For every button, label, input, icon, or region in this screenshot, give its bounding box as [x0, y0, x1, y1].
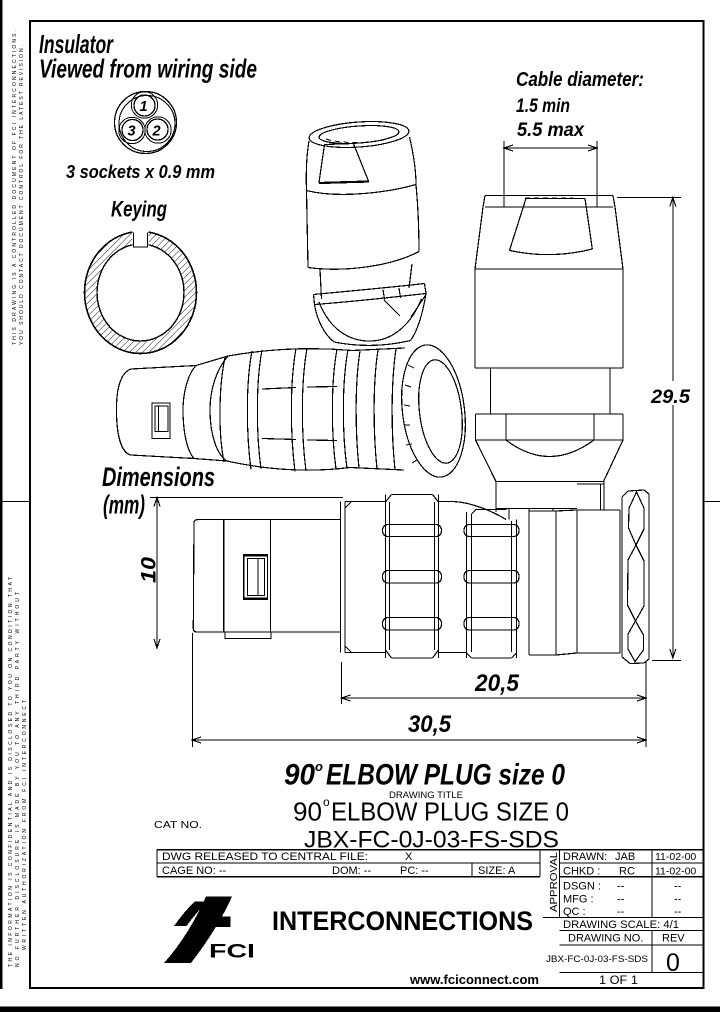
svg-text:DRAWING TITLE: DRAWING TITLE [389, 790, 463, 800]
svg-text:(mm): (mm) [103, 490, 145, 520]
svg-text:0: 0 [666, 949, 680, 977]
svg-text:DRAWING SCALE: 4/1: DRAWING SCALE: 4/1 [563, 919, 679, 931]
svg-text:--: -- [674, 894, 682, 906]
svg-text:ELBOW PLUG size 0: ELBOW PLUG size 0 [326, 759, 565, 792]
svg-text:o: o [315, 759, 323, 774]
svg-text:--: -- [617, 894, 625, 906]
svg-text:www.fciconnect.com: www.fciconnect.com [409, 972, 539, 987]
svg-text:11-02-00: 11-02-00 [655, 851, 696, 863]
svg-text:ELBOW PLUG SIZE 0: ELBOW PLUG SIZE 0 [331, 797, 569, 827]
svg-text:Dimensions: Dimensions [102, 462, 215, 492]
svg-text:--: -- [617, 906, 625, 918]
svg-text:THE INFORMATION IS CONFIDENTIA: THE INFORMATION IS CONFIDENTIAL AND IS D… [8, 577, 14, 967]
svg-text:DWG RELEASED TO CENTRAL FILE:: DWG RELEASED TO CENTRAL FILE: [162, 851, 368, 863]
svg-text:REV: REV [662, 933, 685, 945]
svg-text:DOM: --: DOM: -- [332, 865, 371, 877]
svg-text:--: -- [674, 881, 682, 893]
svg-text:X: X [405, 851, 413, 863]
svg-text:20,5: 20,5 [474, 670, 520, 697]
svg-text:--: -- [617, 881, 625, 893]
svg-text:JAB: JAB [615, 851, 635, 863]
svg-text:DRAWING NO.: DRAWING NO. [568, 933, 643, 945]
svg-text:--: -- [674, 906, 682, 918]
svg-text:PC: --: PC: -- [400, 865, 429, 877]
svg-text:YOU SHOULD CONTACT DOCUMENT CO: YOU SHOULD CONTACT DOCUMENT CONTROL FOR … [19, 45, 25, 345]
svg-text:RC: RC [619, 866, 635, 878]
svg-text:11-02-00: 11-02-00 [655, 866, 696, 878]
svg-text:CHKD :: CHKD : [563, 866, 600, 878]
svg-text:CAT NO.: CAT NO. [154, 819, 202, 831]
svg-text:DRAWN:: DRAWN: [563, 851, 607, 863]
svg-text:Keying: Keying [111, 197, 167, 222]
svg-text:29.5: 29.5 [650, 387, 691, 408]
svg-text:90: 90 [284, 759, 316, 792]
svg-text:JBX-FC-0J-03-FS-SDS: JBX-FC-0J-03-FS-SDS [304, 827, 559, 854]
svg-text:Insulator: Insulator [39, 29, 114, 59]
svg-text:FCI: FCI [209, 942, 255, 963]
svg-text:SIZE: A: SIZE: A [478, 865, 516, 877]
svg-text:NO FURTHER DISCLOSURE IS MADE: NO FURTHER DISCLOSURE IS MADE BY YOU TO … [15, 592, 21, 967]
svg-text:MFG :: MFG : [563, 894, 594, 906]
svg-text:5.5 max: 5.5 max [517, 120, 585, 141]
svg-text:1: 1 [139, 99, 147, 115]
svg-text:THIS DRAWING IS A CONTROLLED D: THIS DRAWING IS A CONTROLLED DOCUMENT OF… [12, 30, 18, 345]
svg-text:90: 90 [293, 797, 322, 827]
svg-text:1 OF 1: 1 OF 1 [599, 975, 638, 987]
svg-text:3: 3 [127, 124, 135, 140]
svg-text:JBX-FC-0J-03-FS-SDS: JBX-FC-0J-03-FS-SDS [546, 954, 648, 965]
svg-text:QC :: QC : [563, 906, 586, 918]
svg-text:o: o [323, 795, 330, 809]
svg-text:Viewed from wiring side: Viewed from wiring side [39, 54, 257, 84]
svg-text:3 sockets x 0.9 mm: 3 sockets x 0.9 mm [66, 161, 215, 182]
svg-text:DSGN :: DSGN : [563, 881, 601, 893]
svg-text:1.5 min: 1.5 min [516, 96, 570, 117]
svg-text:APPROVAL: APPROVAL [548, 852, 560, 912]
svg-text:10: 10 [138, 557, 161, 583]
svg-text:CAGE NO: --: CAGE NO: -- [162, 865, 227, 877]
svg-text:INTERCONNECTIONS: INTERCONNECTIONS [272, 906, 533, 936]
svg-text:30,5: 30,5 [408, 711, 452, 738]
svg-text:WRITTEN AUTHORIZATION FROM FCI: WRITTEN AUTHORIZATION FROM FCI INTERCONN… [22, 700, 28, 950]
svg-text:Cable diameter:: Cable diameter: [516, 69, 644, 91]
svg-text:2: 2 [151, 124, 160, 140]
